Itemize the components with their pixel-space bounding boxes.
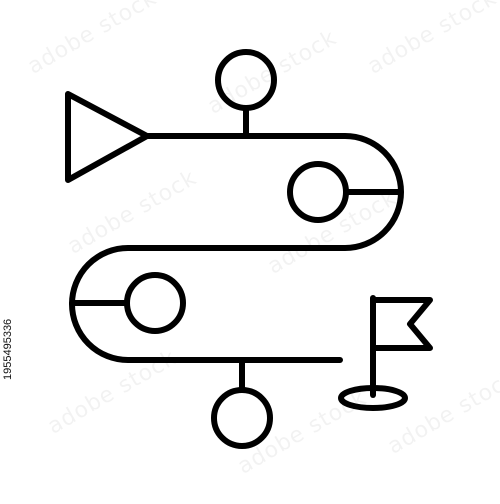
start-play-icon bbox=[65, 91, 150, 183]
milestone-circle-right bbox=[287, 161, 349, 223]
stock-id-label: 1955495336 bbox=[2, 318, 14, 380]
milestone-circle-left bbox=[124, 272, 186, 334]
milestone-circle-bottom bbox=[211, 387, 273, 449]
milestone-circle-top bbox=[215, 49, 277, 111]
finish-flag-icon bbox=[338, 295, 433, 411]
route-path bbox=[69, 133, 404, 363]
